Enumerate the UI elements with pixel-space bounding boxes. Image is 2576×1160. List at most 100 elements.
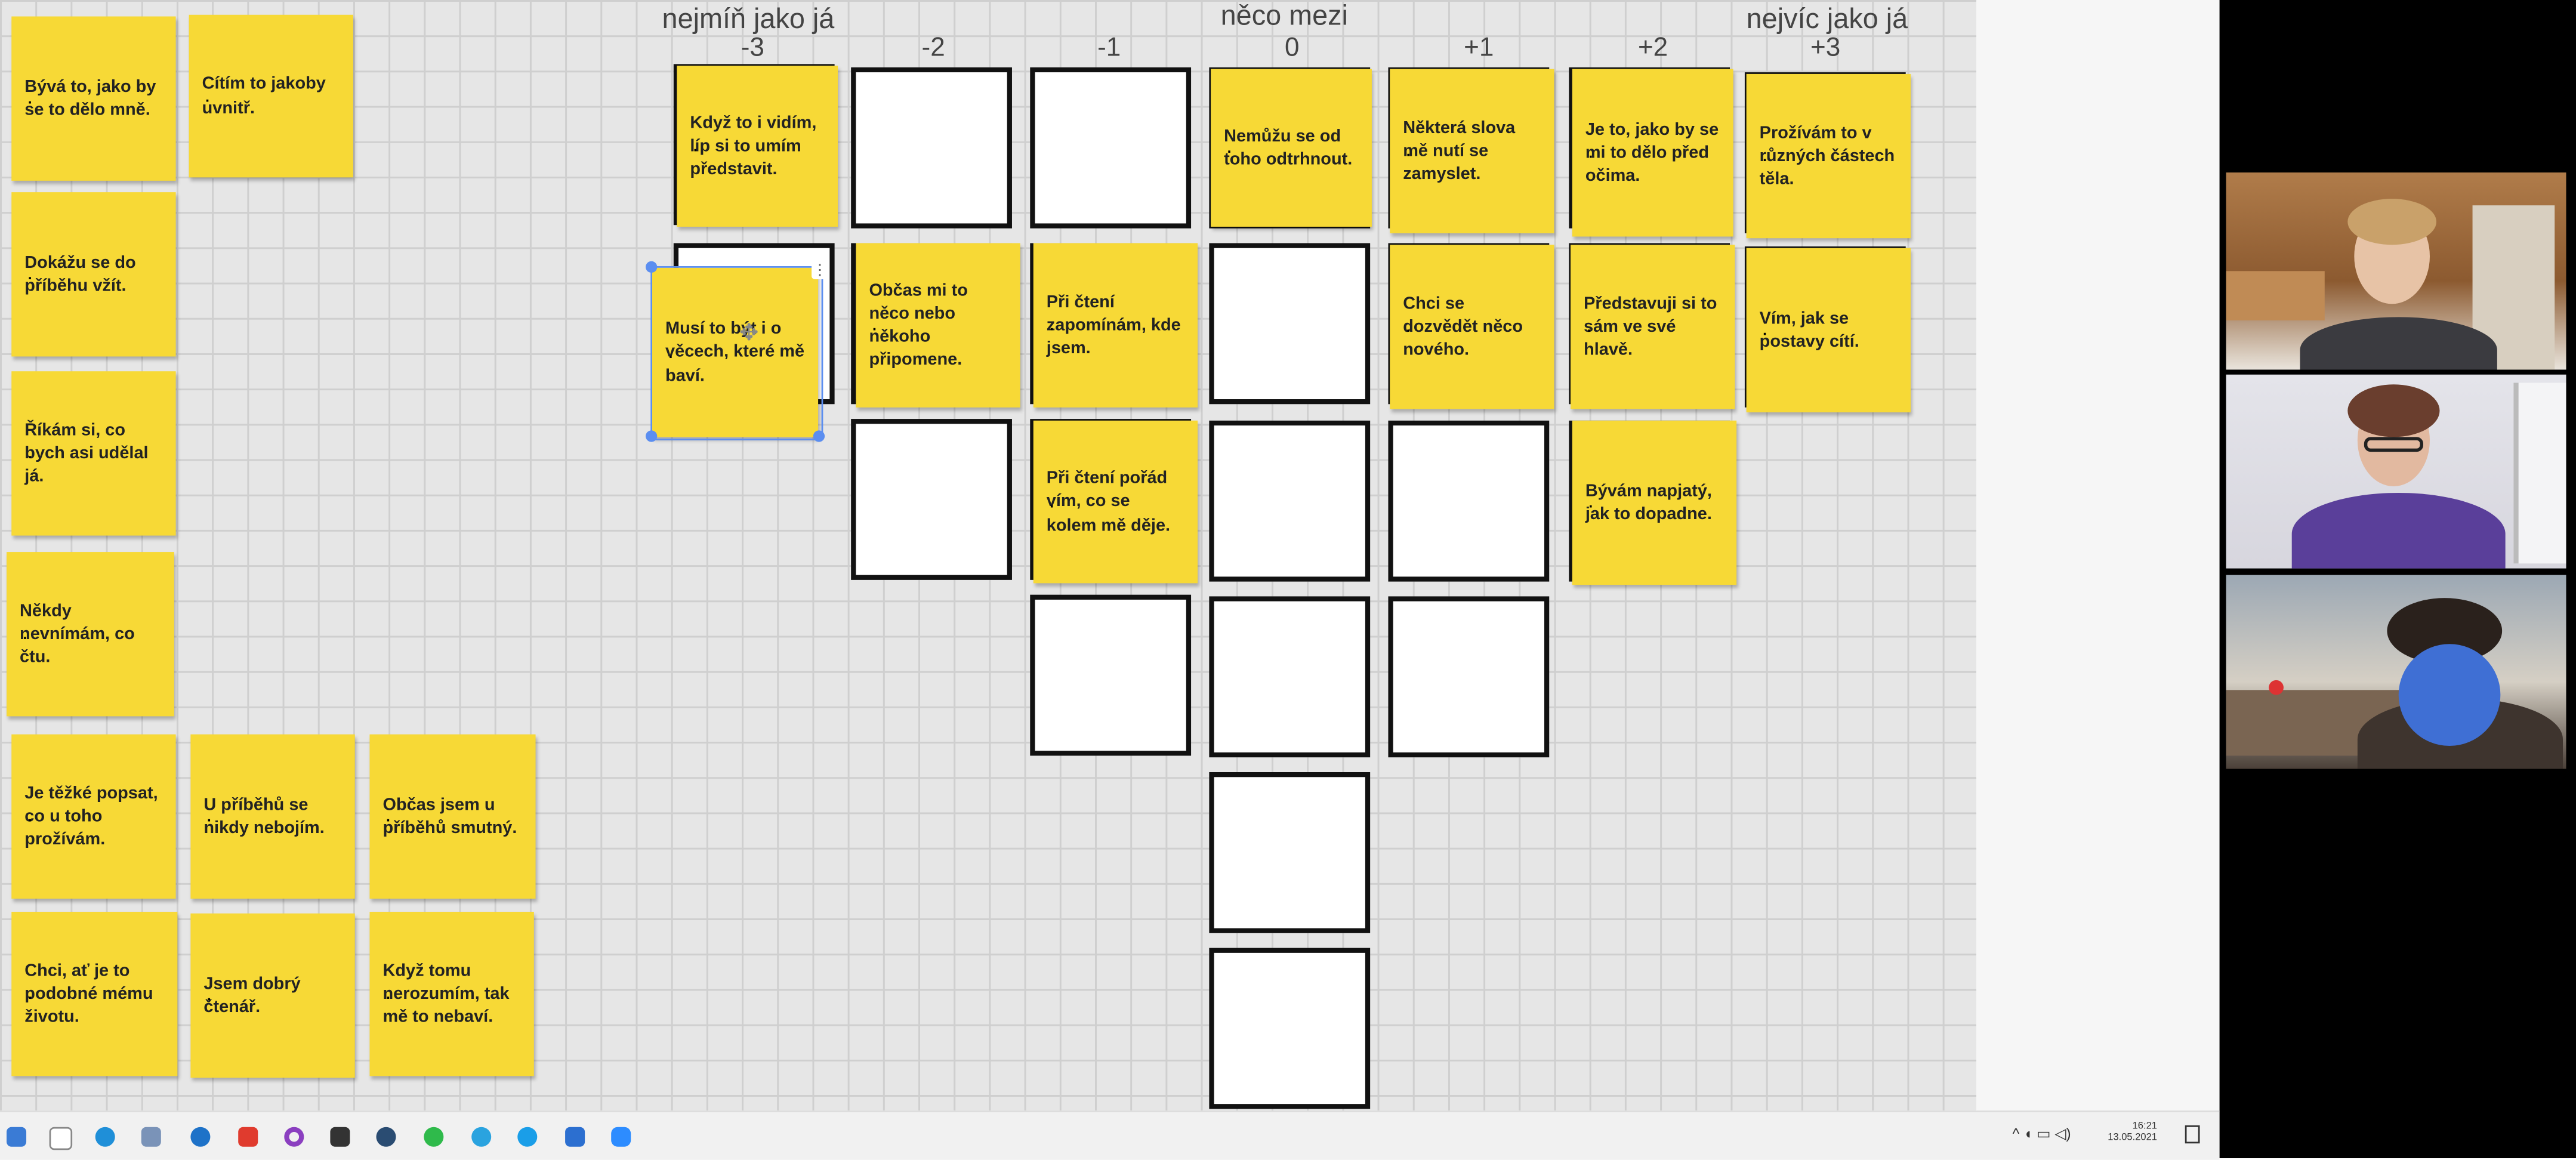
- card-text: Cítím to jakoby uvnitř.: [202, 74, 326, 118]
- sticky-card[interactable]: .Je to, jako by se mi to dělo před očima…: [1572, 69, 1733, 237]
- card-text: Někdy nevnímám, co čtu.: [20, 600, 135, 668]
- slot[interactable]: [1209, 772, 1371, 933]
- telegram-icon[interactable]: [471, 1127, 492, 1147]
- card-text: U příběhů se nikdy nebojím.: [203, 795, 325, 838]
- sticky-card[interactable]: .Nemůžu se od toho odtrhnout.: [1211, 69, 1372, 227]
- app-icon[interactable]: [565, 1127, 585, 1147]
- card-text: Občas mi to něco nebo někoho připomene.: [869, 280, 968, 370]
- card-text: Při čtení zapomínám, kde jsem.: [1046, 292, 1181, 359]
- notifications-icon[interactable]: [2185, 1125, 2200, 1144]
- slot[interactable]: [1209, 243, 1371, 405]
- selection-box: [650, 266, 823, 440]
- sticky-card[interactable]: .Při čtení pořád vím, co se kolem mě děj…: [1033, 420, 1198, 584]
- card-text: Je to, jako by se mi to dělo před očima.: [1585, 119, 1719, 186]
- zoom-icon[interactable]: [611, 1127, 631, 1147]
- card-text: Dokážu se do příběhu vžít.: [24, 252, 136, 296]
- slot[interactable]: [1388, 596, 1550, 758]
- sticky-card[interactable]: .Prožívám to v různých částech těla.: [1746, 73, 1911, 239]
- system-tray: ^ ◖ ▭ ◁): [2012, 1125, 2071, 1142]
- resize-handle[interactable]: [646, 430, 658, 442]
- card-text: Když to i vidím, líp si to umím představ…: [690, 113, 817, 180]
- start-icon[interactable]: [7, 1127, 27, 1147]
- selected-sticky-card[interactable]: .Musí to být i o věcech, které mě baví.: [652, 267, 819, 437]
- participant-hair: [2347, 384, 2440, 437]
- card-text: Nemůžu se od toho odtrhnout.: [1224, 126, 1353, 169]
- more-options-icon[interactable]: ⋮: [812, 260, 828, 280]
- window: [2513, 382, 2566, 564]
- canvas-margin: [1976, 0, 2220, 1111]
- sticky-card[interactable]: .Když to i vidím, líp si to umím předsta…: [677, 66, 838, 227]
- record-icon[interactable]: [330, 1127, 350, 1147]
- scale-label-right: nejvíc jako já: [1746, 3, 1908, 35]
- slot[interactable]: [851, 67, 1012, 229]
- sticky-card[interactable]: .Občas mi to něco nebo někoho připomene.: [856, 243, 1020, 408]
- column-header: -2: [921, 34, 945, 63]
- column-header: +3: [1810, 34, 1841, 63]
- circle-app-icon[interactable]: [284, 1127, 304, 1147]
- sticky-card[interactable]: .Vím, jak se postavy cítí.: [1746, 248, 1911, 413]
- sticky-card[interactable]: .U příběhů se nikdy nebojím.: [190, 734, 355, 899]
- steam-icon[interactable]: [376, 1127, 396, 1147]
- participant-video-3[interactable]: [2226, 575, 2566, 769]
- clock-date: 13.05.2021: [2108, 1134, 2157, 1144]
- card-text: Je těžké popsat, co u toho prožívám.: [24, 783, 158, 850]
- participant-hair: [2347, 199, 2436, 245]
- card-text: Některá slova mě nutí se zamyslet.: [1403, 118, 1516, 184]
- card-text: Když tomu nerozumím, tak mě to nebaví.: [382, 960, 510, 1027]
- edge-icon[interactable]: [95, 1127, 115, 1147]
- card-text: Občas jsem u příběhů smutný.: [382, 795, 517, 838]
- photos-icon[interactable]: [141, 1127, 161, 1147]
- sticky-card[interactable]: .Někdy nevnímám, co čtu.: [7, 552, 174, 717]
- participant-body: [2300, 317, 2497, 370]
- card-text: Představuji si to sám ve své hlavě.: [1584, 294, 1717, 360]
- participant-video-2[interactable]: [2226, 374, 2566, 569]
- card-text: Při čtení pořád vím, co se kolem mě děje…: [1046, 468, 1171, 535]
- sticky-card[interactable]: .Dokážu se do příběhu vžít.: [11, 192, 176, 357]
- card-text: Musí to být i o věcech, které mě baví.: [665, 319, 805, 385]
- sticky-card[interactable]: .Bývá to, jako by se to dělo mně.: [11, 16, 176, 181]
- sticky-card[interactable]: .Bývám napjatý, jak to dopadne.: [1572, 420, 1737, 585]
- sticky-card[interactable]: .Chci se dozvědět něco nového.: [1390, 245, 1554, 409]
- slot[interactable]: [851, 419, 1012, 580]
- card-text: Vím, jak se postavy cítí.: [1759, 308, 1859, 352]
- resize-handle[interactable]: [813, 430, 825, 442]
- glasses: [2364, 437, 2423, 452]
- sticky-card[interactable]: .Při čtení zapomínám, kde jsem.: [1033, 243, 1198, 408]
- sticky-card[interactable]: .Představuji si to sám ve své hlavě.: [1571, 245, 1735, 409]
- resize-handle[interactable]: [646, 261, 658, 273]
- slot[interactable]: [1030, 67, 1192, 229]
- column-header: -1: [1097, 34, 1121, 63]
- sticky-card[interactable]: .Některá slova mě nutí se zamyslet.: [1390, 69, 1554, 233]
- participant-video-1[interactable]: [2226, 172, 2566, 370]
- column-header: -3: [741, 34, 764, 63]
- slot[interactable]: [1030, 594, 1192, 756]
- participant-body: [2291, 492, 2506, 569]
- sticky-card[interactable]: .Je těžké popsat, co u toho prožívám.: [11, 734, 176, 899]
- sticky-card[interactable]: .Když tomu nerozumím, tak mě to nebaví.: [369, 912, 534, 1076]
- office-icon[interactable]: [238, 1127, 258, 1147]
- sticky-card[interactable]: .Chci, ať je to podobné mému životu.: [11, 912, 178, 1076]
- card-text: Bývám napjatý, jak to dopadne.: [1585, 481, 1712, 525]
- sticky-card[interactable]: .Jsem dobrý čtenář.: [190, 913, 355, 1078]
- card-text: Říkám si, co bych asi udělal já.: [24, 420, 149, 487]
- slot[interactable]: [1209, 948, 1371, 1109]
- slot[interactable]: [1388, 420, 1550, 582]
- column-header: 0: [1285, 34, 1300, 63]
- slot[interactable]: [1209, 596, 1371, 758]
- browser-icon[interactable]: [190, 1127, 211, 1147]
- slot[interactable]: [1209, 420, 1371, 582]
- card-text: Jsem dobrý čtenář.: [203, 974, 301, 1017]
- card-text: Prožívám to v různých částech těla.: [1759, 122, 1895, 189]
- sticky-card[interactable]: .Cítím to jakoby uvnitř.: [189, 14, 353, 178]
- clock-time: 16:21: [2132, 1122, 2157, 1132]
- sticky-card[interactable]: .Občas jsem u příběhů smutný.: [369, 734, 536, 899]
- scale-label-left: nejmíň jako já: [662, 3, 835, 35]
- card-text: Chci, ať je to podobné mému životu.: [24, 960, 153, 1027]
- whatsapp-icon[interactable]: [424, 1127, 444, 1147]
- sticky-card[interactable]: .Říkám si, co bych asi udělal já.: [11, 371, 176, 536]
- file-icon[interactable]: [49, 1127, 73, 1150]
- card-text: Chci se dozvědět něco nového.: [1403, 294, 1523, 360]
- clock[interactable]: 16:21 13.05.2021: [2108, 1122, 2157, 1146]
- scale-label-middle: něco mezi: [1220, 0, 1348, 32]
- skype-icon[interactable]: [517, 1127, 538, 1147]
